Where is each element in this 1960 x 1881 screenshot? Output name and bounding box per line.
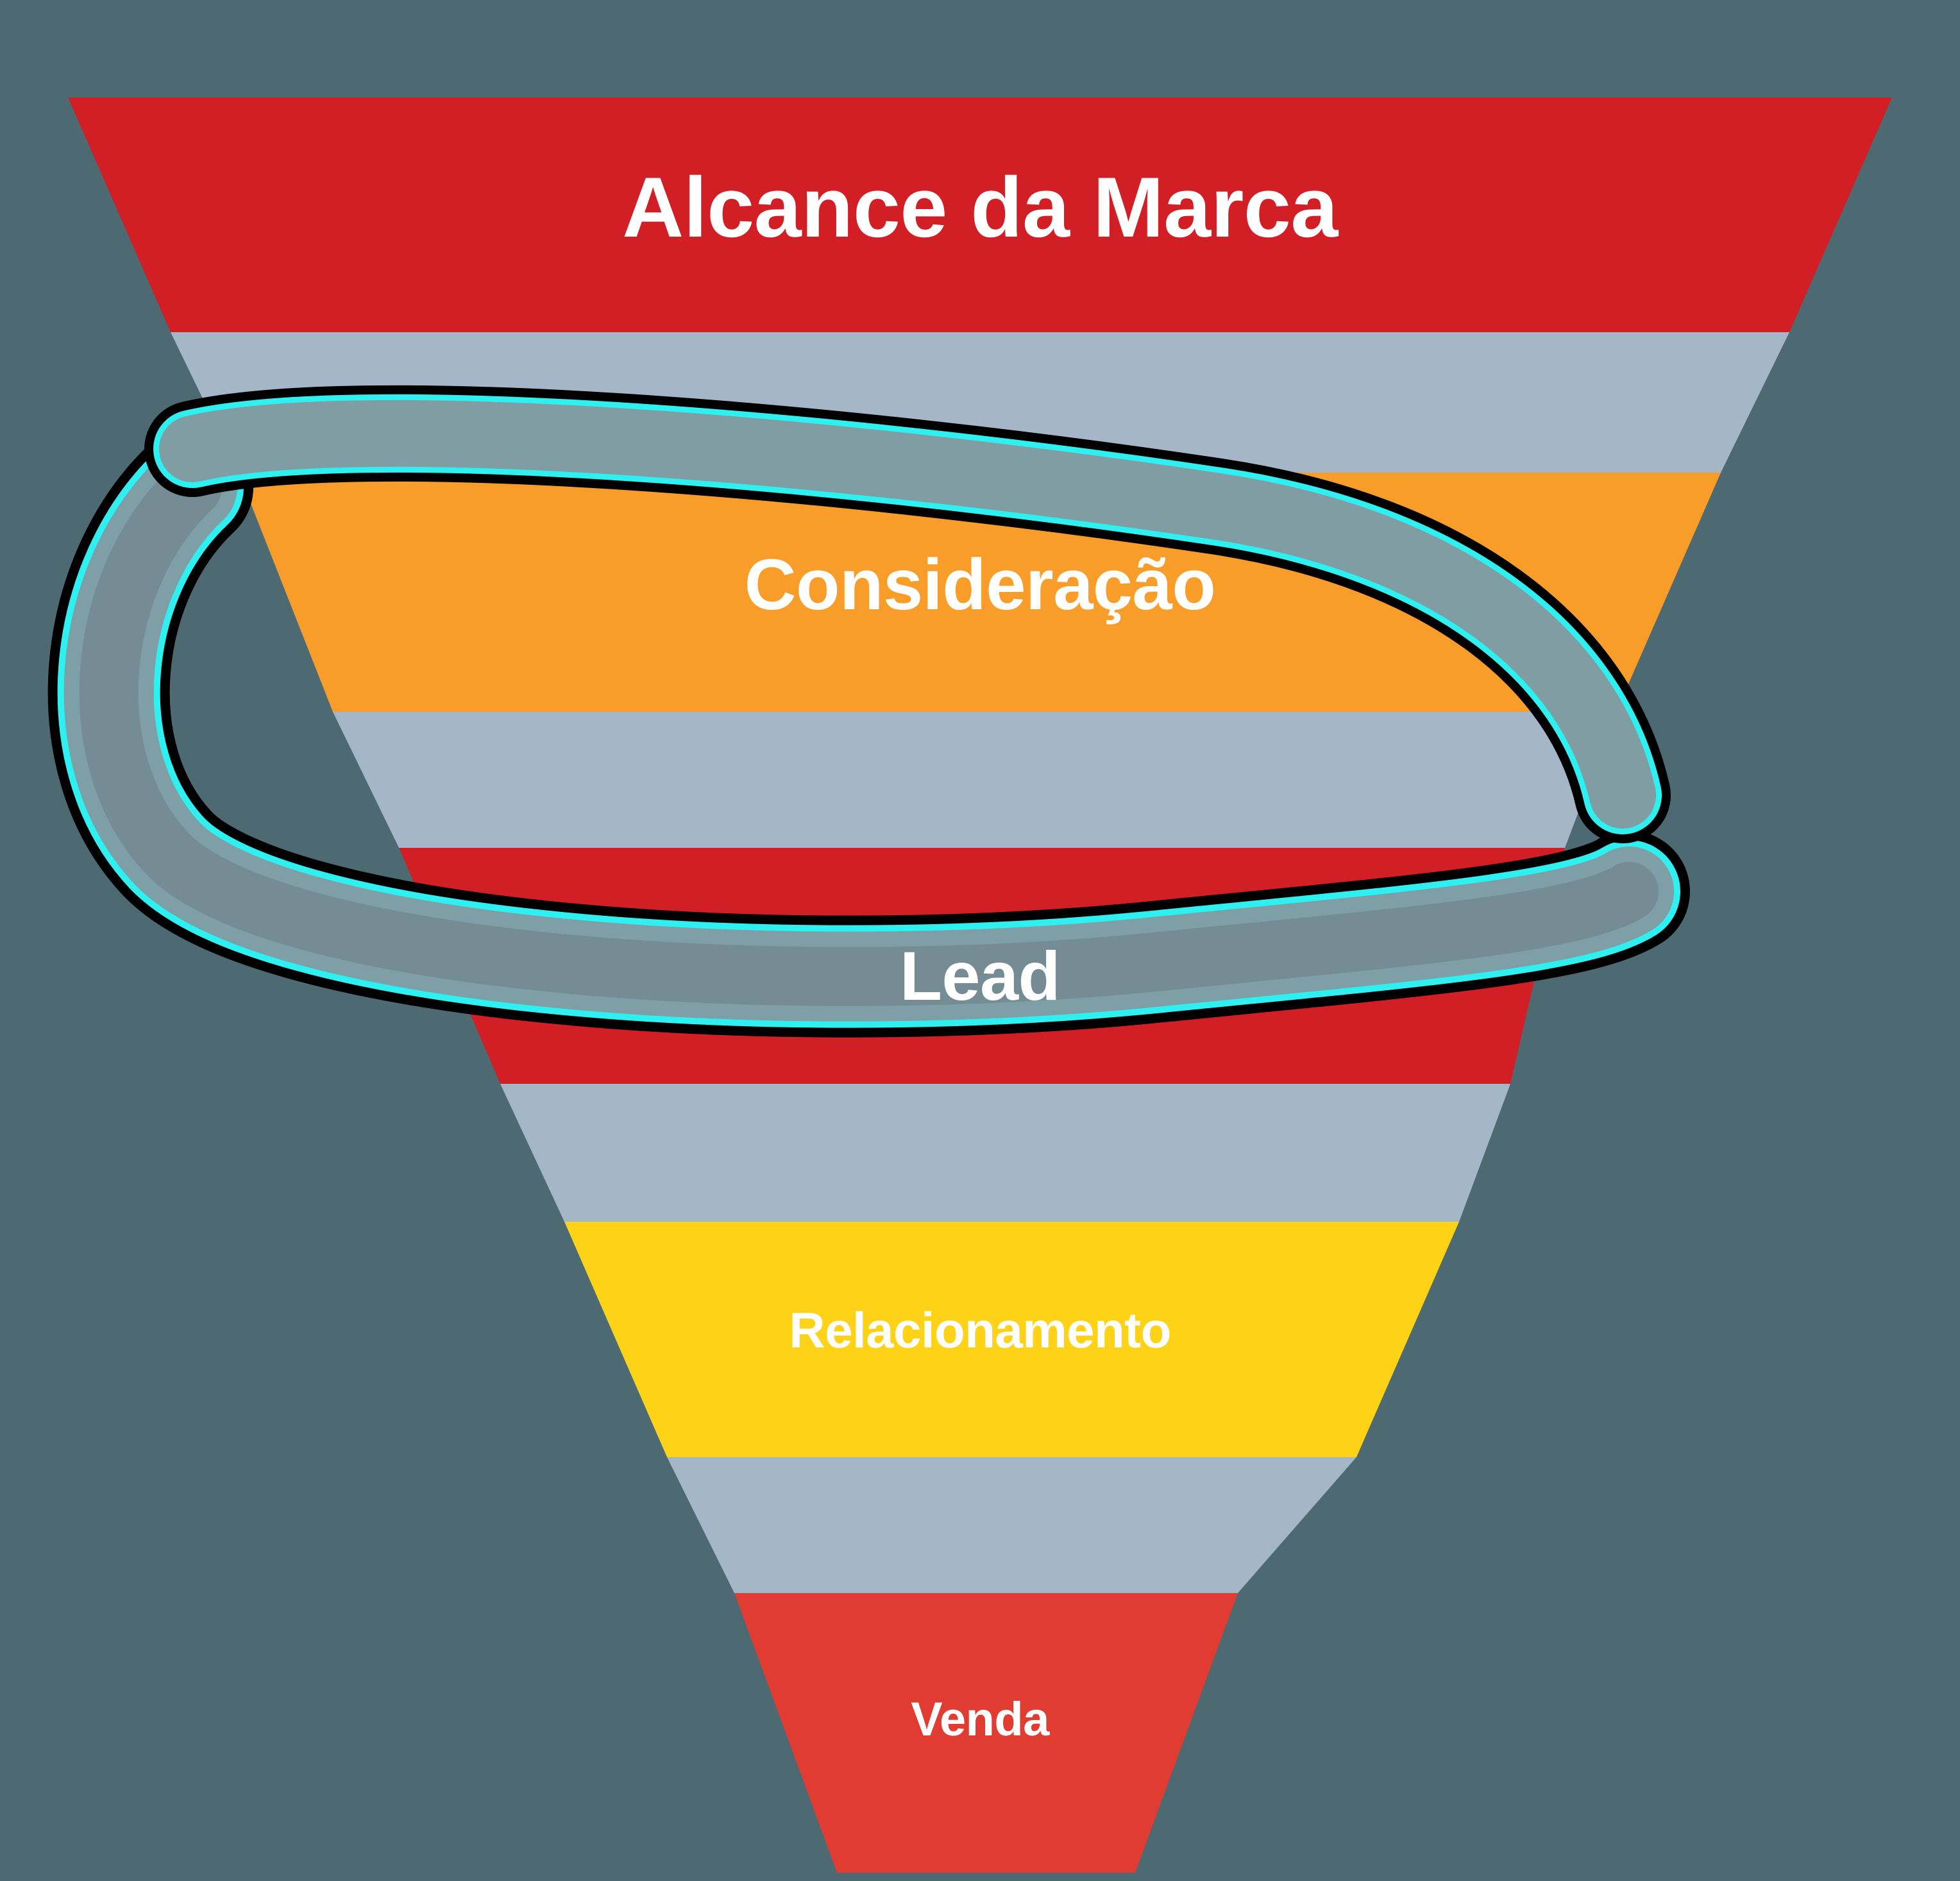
lasso-return-core-stroke	[159, 400, 1656, 829]
lasso-inner-hairline	[79, 458, 1659, 1006]
funnel-band-venda[interactable]	[734, 1593, 1238, 1873]
funnel-band-alcance[interactable]	[68, 97, 1892, 332]
lasso-selection-annotation[interactable]	[47, 385, 1690, 1038]
connector-2	[333, 712, 1616, 848]
funnel-band-relacionamento[interactable]	[564, 1222, 1459, 1457]
connector-4	[667, 1457, 1356, 1593]
connector-3	[500, 1084, 1510, 1222]
